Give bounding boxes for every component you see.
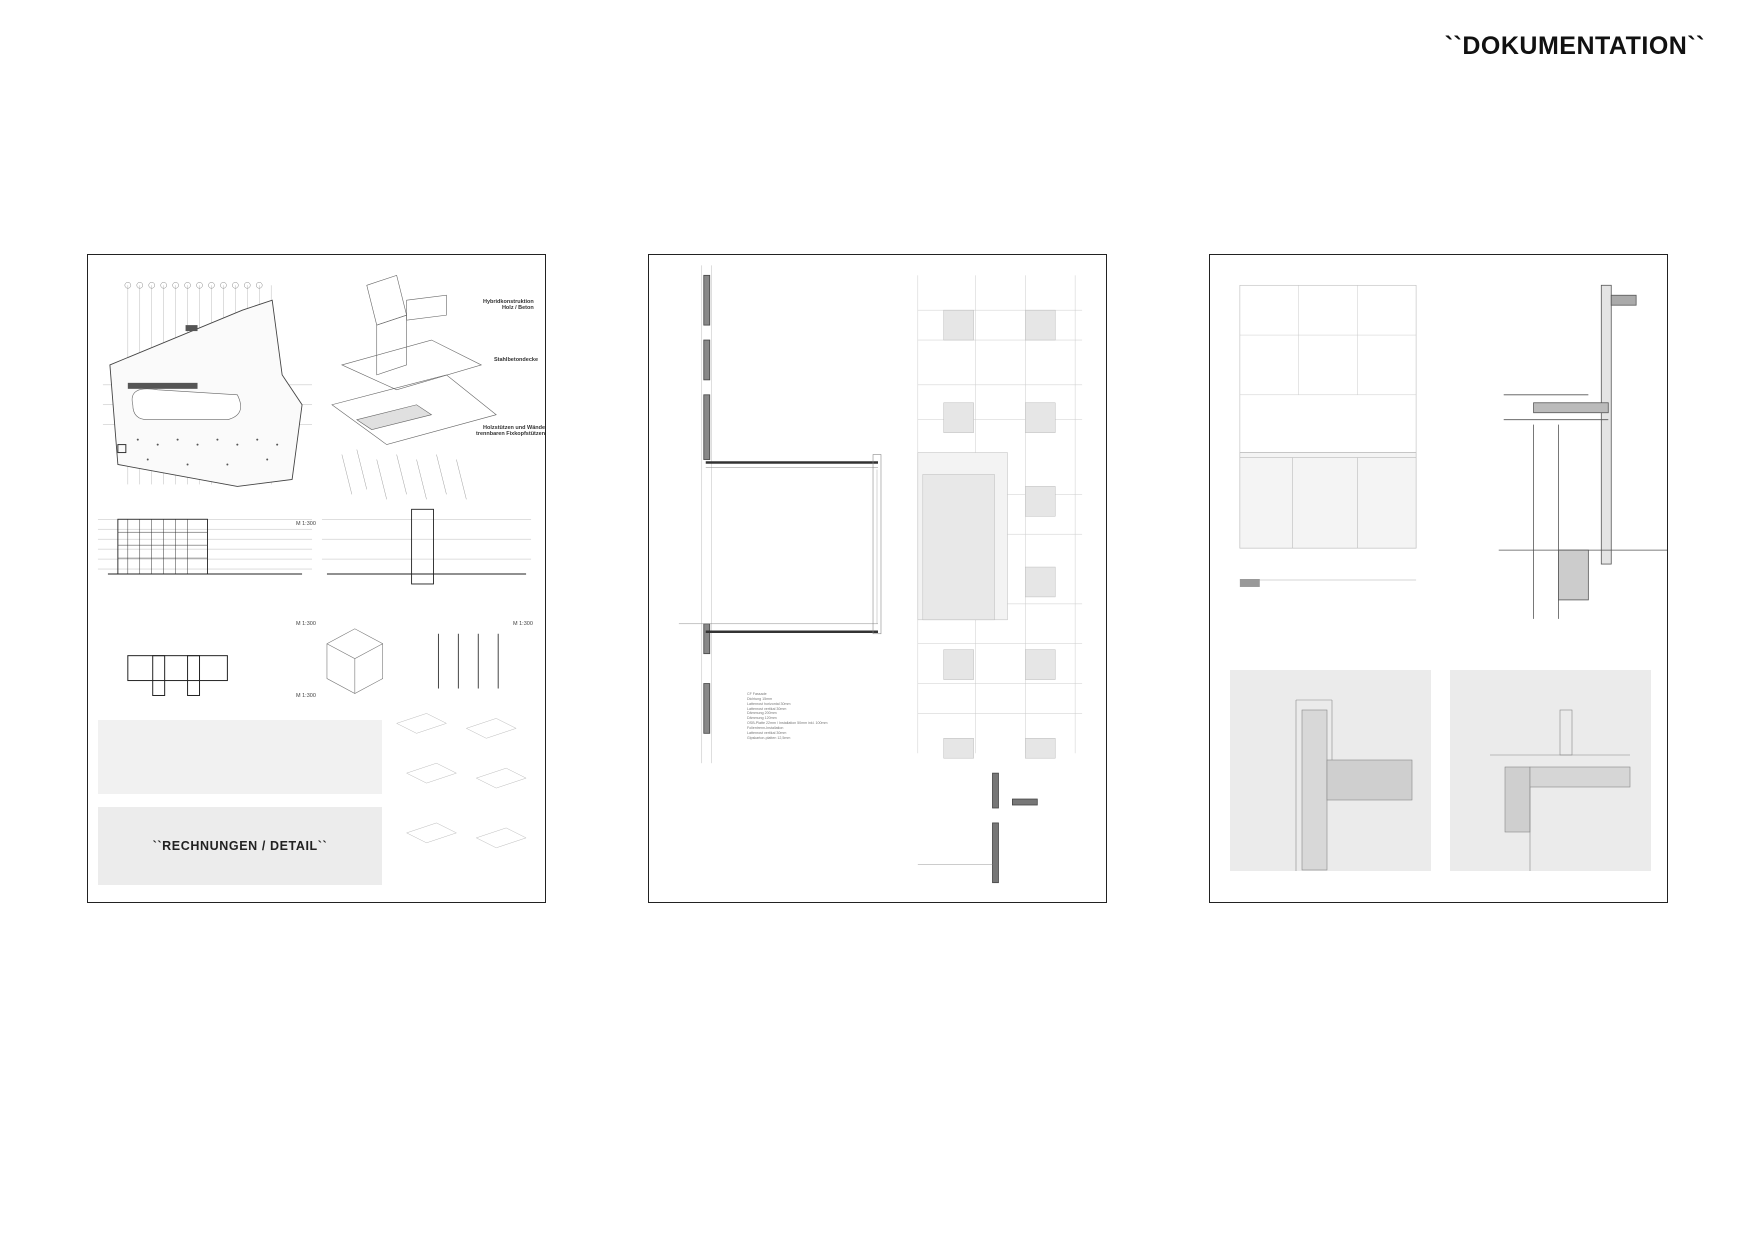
- wall-junction-drawing: [1295, 699, 1413, 871]
- detail-tile-wall-junction: [1230, 670, 1431, 871]
- sheet-1-drawings: [97, 274, 532, 849]
- legend-line: Folientrenn-Installation: [747, 725, 784, 730]
- legend-line: OSB-Platte 22mm / Installation 50mm inkl…: [747, 721, 828, 726]
- legend-line: Lattenrost horizontal 30mm: [747, 701, 791, 706]
- floor-junction-drawing: [1490, 709, 1631, 871]
- layer-columns-label: Holzstützen und Wände trennbaren Fixkopf…: [476, 425, 546, 438]
- sheet-2-drawings: [678, 265, 1083, 884]
- scale-plan: M 1:300: [296, 521, 316, 527]
- legend-line: CF Fassade: [747, 692, 767, 696]
- legend-line: Lattenrost vertikal 30mm: [747, 730, 787, 735]
- scale-floorplan: M 1:300: [296, 693, 316, 699]
- calculations-panel: [98, 720, 382, 794]
- sheet-plans-and-calculations[interactable]: Hybridkonstruktion Holz / Beton Stahlbet…: [87, 254, 546, 903]
- detail-label: ``RECHNUNGEN / DETAIL``: [152, 839, 328, 853]
- legend-line: Dämmung 200mm: [747, 711, 777, 716]
- scale-elevation: M 1:300: [296, 621, 316, 627]
- sheet-3-drawings: [1239, 284, 1667, 619]
- layer-hybrid-label: Hybridkonstruktion Holz / Beton: [483, 299, 534, 312]
- layer-slab-label: Stahlbetondecke: [494, 357, 539, 363]
- sheet-construction-details[interactable]: [1209, 254, 1668, 903]
- legend-line: Dichtung 15mm: [747, 696, 773, 701]
- detail-tile-floor-junction: [1450, 670, 1651, 871]
- legend-line: Lattenrost vertikal 30mm: [747, 706, 787, 711]
- layer-legend: CF Fassade Dichtung 15mm Lattenrost hori…: [747, 692, 828, 740]
- page-title: ``DOKUMENTATION``: [1444, 32, 1705, 60]
- sheet-facade-details[interactable]: CF Fassade Dichtung 15mm Lattenrost hori…: [648, 254, 1107, 903]
- legend-line: Dämmung 120mm: [747, 716, 777, 721]
- legend-line: Gipskarton-platten 12,5mm: [747, 735, 791, 740]
- scale-section: M 1:300: [513, 621, 533, 627]
- detail-label-box: ``RECHNUNGEN / DETAIL``: [98, 807, 382, 885]
